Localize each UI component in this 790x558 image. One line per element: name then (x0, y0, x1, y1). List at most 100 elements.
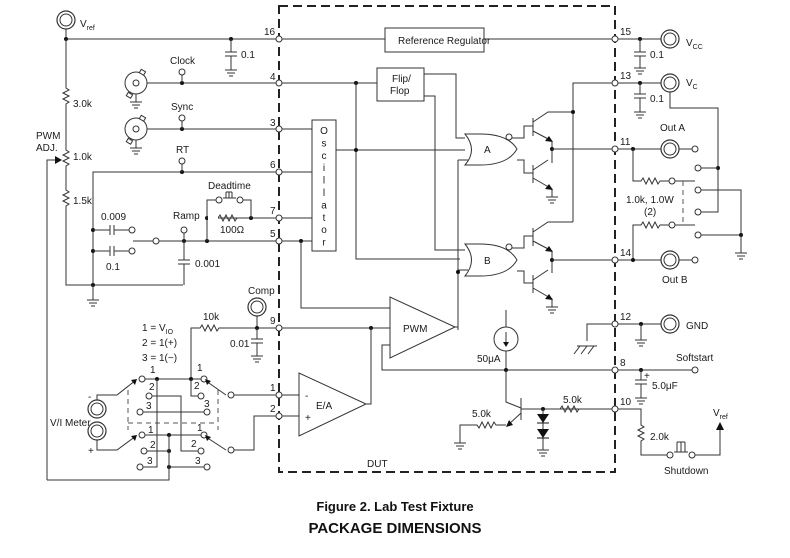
zener-diodes (537, 409, 549, 450)
pwm-adj-potentiometer[interactable] (46, 156, 62, 480)
sw2-pos3: 3 (147, 456, 153, 467)
pin-13: 13 (620, 71, 632, 82)
sync-bnc[interactable] (124, 114, 148, 145)
pin-4: 4 (270, 72, 276, 83)
gate-b-label: B (484, 256, 491, 267)
r-10k-label: 10k (203, 312, 220, 323)
vref-jack[interactable] (56, 10, 76, 30)
sw2-pos1: 1 (148, 425, 154, 436)
sw4-pos3: 3 (195, 456, 201, 467)
pin-10: 10 (620, 397, 632, 408)
out-b-testpoint[interactable] (691, 256, 699, 264)
vc-label: VC (686, 78, 698, 91)
error-amplifier (298, 372, 368, 437)
meter-selector-switch[interactable] (136, 375, 153, 471)
sw3-pos3: 3 (204, 399, 210, 410)
r-shutdown-label: 2.0k (650, 432, 670, 443)
reference-regulator-block (384, 27, 485, 53)
deadtime-label: Deadtime (208, 181, 251, 192)
current-source-label: 50μA (477, 354, 501, 365)
pin-14: 14 (620, 248, 632, 259)
sw4-pos1: 1 (197, 423, 203, 434)
clock-bnc[interactable] (124, 68, 148, 99)
c0001-label: 0.001 (195, 259, 220, 270)
load-switch[interactable] (694, 164, 702, 239)
pin-7: 7 (270, 206, 276, 217)
gate-a-label: A (484, 145, 491, 156)
sync-testpoint[interactable] (178, 114, 186, 122)
pin-12: 12 (620, 312, 632, 323)
r-deadtime-label: 100Ω (220, 225, 245, 236)
ramp-label: Ramp (173, 211, 200, 222)
pin-3: 3 (270, 118, 276, 129)
out-a-testpoint[interactable] (691, 145, 699, 153)
out-a-jack[interactable] (660, 139, 680, 159)
ea-plus: + (305, 413, 311, 424)
pin-11: 11 (620, 137, 631, 148)
out-a-label: Out A (660, 123, 685, 134)
clock-testpoint[interactable] (178, 68, 186, 76)
dut-boundary (278, 5, 616, 473)
sync-label: Sync (171, 102, 193, 113)
output-transistors-b (512, 221, 573, 307)
gate-b (463, 243, 518, 277)
gnd-jack[interactable] (660, 314, 680, 334)
vref-label: Vref (80, 19, 95, 32)
flip-flop-block (376, 67, 425, 102)
switch-legend-1: 1 = VIO (142, 323, 174, 336)
switch-legend-3: 3 = 1(−) (142, 353, 177, 364)
c16-label: 0.1 (241, 50, 255, 61)
sw1-pos3: 3 (146, 401, 152, 412)
r-emitter-label: 5.0k (472, 409, 492, 420)
figure-caption: Figure 2. Lab Test Fixture (316, 499, 474, 514)
rt-testpoint[interactable] (178, 157, 186, 165)
meter-minus: - (88, 392, 91, 403)
sw3-pos2: 2 (194, 381, 200, 392)
out-b-jack[interactable] (660, 250, 680, 270)
oscillator-letter: r (322, 238, 326, 249)
vcc-label: VCC (686, 38, 703, 51)
vref-arrow-label: Vref (713, 408, 728, 421)
sw4-pos2: 2 (191, 439, 197, 450)
softstart-testpoint[interactable] (691, 366, 699, 374)
c-soft-label: 5.0μF (652, 381, 678, 392)
deadtime-pushbutton[interactable] (223, 191, 236, 199)
reference-regulator-label: Reference Regulator (398, 36, 491, 47)
shutdown-pushbutton[interactable] (674, 441, 688, 453)
pin-2: 2 (270, 404, 276, 415)
output-transistors-a (512, 111, 573, 197)
vc-jack[interactable] (660, 73, 680, 93)
pwm-label: PWM (403, 324, 427, 335)
oscillator-letter: a (321, 200, 327, 211)
sw1-pos1: 1 (150, 365, 156, 376)
sw3-pos1: 1 (197, 363, 203, 374)
c01-terminal[interactable] (128, 247, 136, 255)
load-resistor-label: 1.0k, 1.0W(2) (626, 195, 674, 218)
clock-label: Clock (170, 56, 196, 67)
sw1-pos2: 2 (149, 382, 155, 393)
r-pot-label: 1.0k (73, 152, 93, 163)
vi-meter[interactable] (87, 399, 107, 441)
c15-label: 0.1 (650, 50, 664, 61)
c13-label: 0.1 (650, 94, 664, 105)
comp-jack[interactable] (247, 297, 267, 317)
vcc-jack[interactable] (660, 29, 680, 49)
c0009-terminal[interactable] (128, 226, 136, 234)
rt-label: RT (176, 145, 189, 156)
vi-meter-label: V/I Meter (50, 418, 91, 429)
package-dimensions-heading: PACKAGE DIMENSIONS (308, 520, 482, 537)
pin-6: 6 (270, 160, 276, 171)
sw2-pos2: 2 (150, 440, 156, 451)
ramp-testpoint[interactable] (180, 226, 188, 234)
ramp-cap-selector[interactable] (152, 237, 160, 245)
c01-label: 0.1 (106, 262, 120, 273)
softstart-label: Softstart (676, 353, 713, 364)
oscillator-letter: s (322, 138, 327, 149)
oscillator-letter: O (320, 126, 328, 137)
flip-flop-label: Flip/Flop (390, 74, 411, 97)
dut-label: DUT (367, 459, 388, 470)
pin-1: 1 (270, 383, 276, 394)
pin-16: 16 (264, 27, 276, 38)
